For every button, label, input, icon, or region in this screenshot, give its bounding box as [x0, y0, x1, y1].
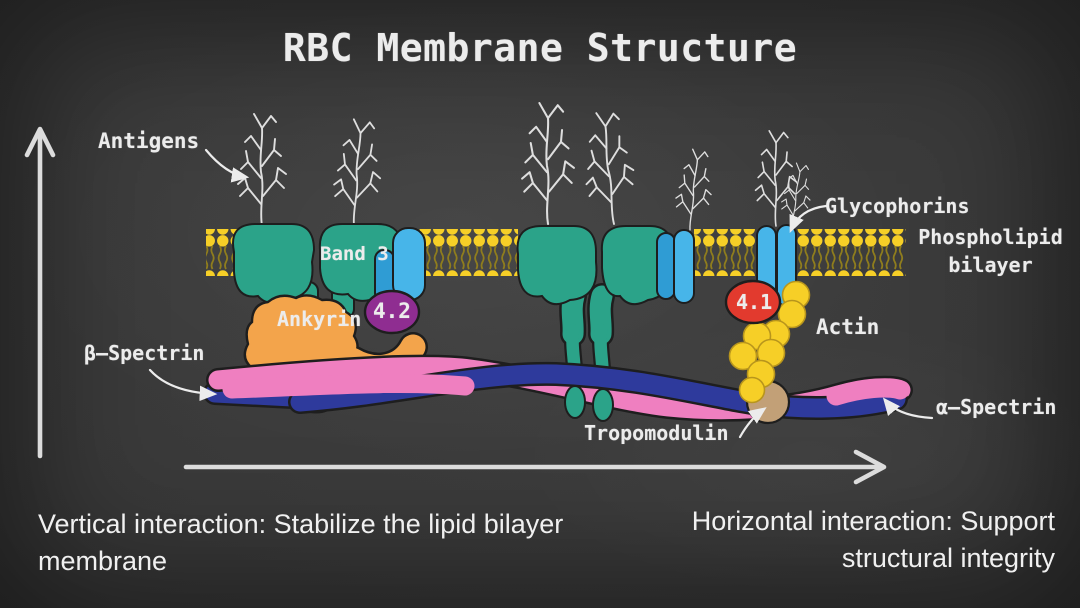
label-pointer-arrows — [148, 148, 934, 439]
antigen-tree — [237, 113, 287, 227]
band3-middle-feet — [564, 385, 614, 422]
antigen-tree — [672, 147, 717, 233]
horizontal-interaction-arrow — [183, 449, 887, 485]
label-phospholipid-bilayer: Phospholipid bilayer — [918, 225, 1063, 277]
phospholipid-bilayer — [206, 229, 906, 276]
beta-spectrin-pointer-arrow — [148, 368, 218, 402]
antigen-tree — [579, 109, 639, 228]
protein-41-shape — [724, 279, 782, 325]
antigen-trees — [237, 102, 816, 233]
antigen-tree — [330, 117, 386, 229]
protein-42-shape — [363, 289, 421, 335]
spectrin-network — [203, 354, 913, 422]
antigen-tree — [521, 102, 575, 226]
actin-filament — [728, 280, 811, 404]
label-protein-42: 4.2 — [373, 299, 411, 323]
label-protein-41: 4.1 — [736, 290, 773, 314]
caption-vertical-interaction: Vertical interaction: Stabilize the lipi… — [38, 509, 564, 576]
label-beta-spectrin: β–Spectrin — [84, 341, 205, 365]
label-ankyrin: Ankyrin — [277, 307, 362, 331]
band3-protein-middle — [516, 224, 674, 306]
label-tropomodulin: Tropomodulin — [584, 421, 729, 445]
caption-horizontal-interaction: Horizontal interaction: Support structur… — [691, 506, 1055, 573]
vertical-interaction-arrow — [24, 126, 56, 459]
label-glycophorins: Glycophorins — [825, 194, 970, 218]
tropomodulin-pointer-arrow — [738, 407, 767, 439]
label-actin: Actin — [816, 315, 880, 339]
label-band3: Band 3 — [320, 243, 389, 265]
label-antigens: Antigens — [98, 129, 200, 153]
antigens-pointer-arrow — [204, 148, 250, 183]
glycophorins-pointer-arrow — [789, 204, 828, 234]
alpha-spectrin-pointer-arrow — [882, 397, 934, 420]
label-alpha-spectrin: α–Spectrin — [936, 395, 1057, 419]
glycophorin-left — [374, 227, 426, 303]
antigen-tree — [754, 129, 798, 227]
glycophorin-middle — [656, 229, 695, 304]
page-title: RBC Membrane Structure — [282, 26, 798, 70]
